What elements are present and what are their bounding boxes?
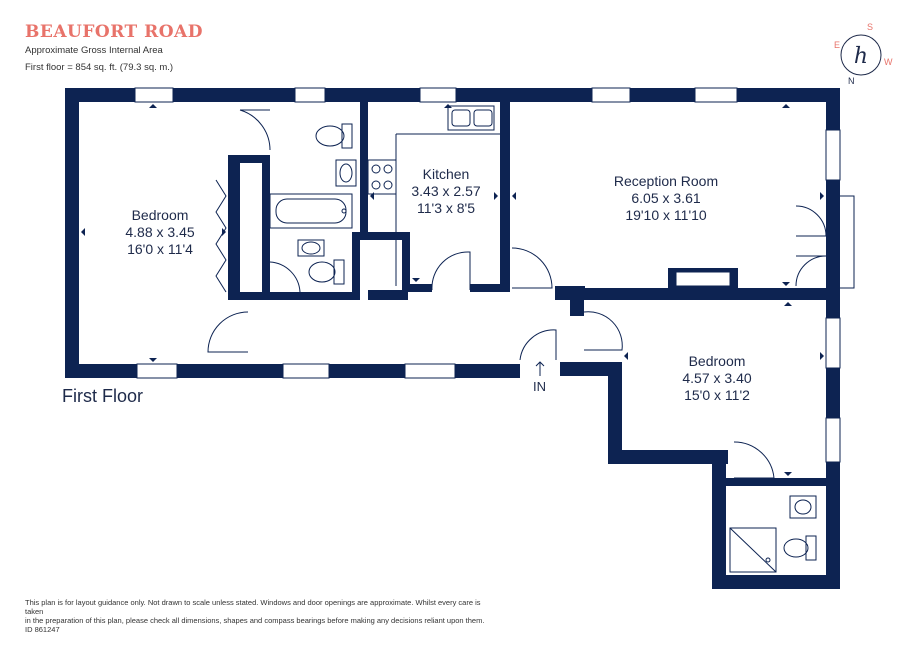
room-metric: 3.43 x 2.57 xyxy=(411,183,481,199)
room-name: Reception Room xyxy=(613,173,719,189)
compass-e: E xyxy=(834,40,840,50)
dimension-arrows xyxy=(81,104,824,476)
compass-n: N xyxy=(848,76,855,86)
plan-subtitle: Approximate Gross Internal Area xyxy=(25,45,163,56)
walls xyxy=(65,88,840,589)
room-imperial: 16'0 x 11'4 xyxy=(127,241,193,257)
disclaimer-line-1: This plan is for layout guidance only. N… xyxy=(25,598,481,616)
compass-icon: h E S W N xyxy=(834,22,893,86)
room-bedroom-1: Bedroom 4.88 x 3.45 16'0 x 11'4 xyxy=(100,207,220,258)
floor-label: First Floor xyxy=(62,386,143,406)
gross-area: First floor = 854 sq. ft. (79.3 sq. m.) xyxy=(25,62,174,73)
room-imperial: 19'10 x 11'10 xyxy=(625,207,707,223)
entrance-label: IN xyxy=(533,379,546,394)
room-metric: 4.57 x 3.40 xyxy=(682,370,752,386)
plan-title: BEAUFORT ROAD xyxy=(25,22,203,42)
fixtures xyxy=(269,105,817,573)
room-imperial: 11'3 x 8'5 xyxy=(416,200,476,216)
windows xyxy=(134,87,841,463)
plan-id: ID 861247 xyxy=(25,625,60,634)
disclaimer-line-2: in the preparation of this plan, please … xyxy=(25,616,485,625)
logo-letter: h xyxy=(854,44,868,69)
room-name: Bedroom xyxy=(131,207,189,223)
room-bedroom-2: Bedroom 4.57 x 3.40 15'0 x 11'2 xyxy=(657,353,777,404)
room-metric: 4.88 x 3.45 xyxy=(125,224,195,240)
compass-logo: h E S W N xyxy=(826,20,896,90)
room-name: Bedroom xyxy=(688,353,746,369)
doors xyxy=(207,109,855,479)
room-imperial: 15'0 x 11'2 xyxy=(684,387,750,403)
disclaimer: This plan is for layout guidance only. N… xyxy=(25,598,495,634)
room-metric: 6.05 x 3.61 xyxy=(631,190,701,206)
room-kitchen: Kitchen 3.43 x 2.57 11'3 x 8'5 xyxy=(396,166,496,217)
compass-w: W xyxy=(884,57,893,67)
entrance-arrow xyxy=(535,361,545,376)
room-reception: Reception Room 6.05 x 3.61 19'10 x 11'10 xyxy=(596,173,736,224)
compass-s: S xyxy=(867,22,873,32)
room-name: Kitchen xyxy=(422,166,470,182)
